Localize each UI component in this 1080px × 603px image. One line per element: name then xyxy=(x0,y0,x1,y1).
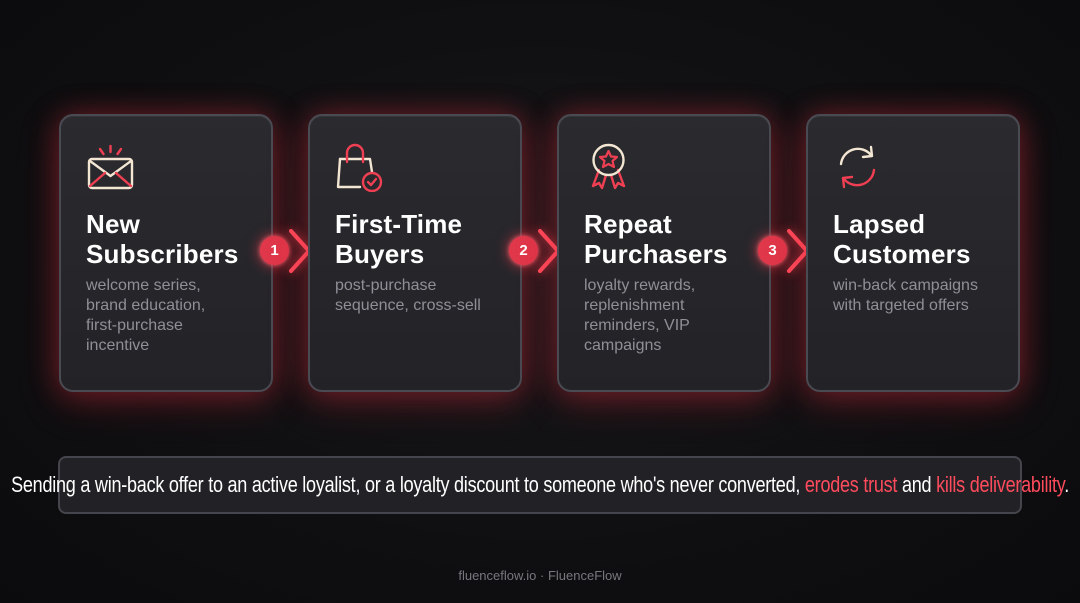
refresh-arrows-icon xyxy=(833,142,883,192)
step-number-badge: 1 xyxy=(260,236,289,265)
shopping-bag-check-icon xyxy=(335,142,385,192)
envelope-icon xyxy=(86,142,136,192)
warning-callout: Sending a win-back offer to an active lo… xyxy=(11,456,1069,514)
award-ribbon-icon xyxy=(584,142,634,192)
stage-title: Lapsed Customers xyxy=(833,209,971,269)
stage-card-first-time-buyers: First-Time Buyers post-purchase sequence… xyxy=(308,114,522,392)
footer-credit: fluenceflow.io · FluenceFlow xyxy=(458,568,622,583)
stage-title: First-Time Buyers xyxy=(335,209,463,269)
stage-title: New Subscribers xyxy=(86,209,239,269)
stage-description: win-back campaigns with targeted offers xyxy=(833,277,978,314)
stage-description: welcome series, brand education, first-p… xyxy=(86,277,206,354)
stage-title: Repeat Purchasers xyxy=(584,209,728,269)
stage-card-new-subscribers: New Subscribers welcome series, brand ed… xyxy=(59,114,273,392)
stage-card-repeat-purchasers: Repeat Purchasers loyalty rewards, reple… xyxy=(557,114,771,392)
highlight-kills-deliverability: kills deliverability xyxy=(936,472,1065,497)
stage-card-lapsed-customers: Lapsed Customers win-back campaigns with… xyxy=(806,114,1020,392)
stage-description: loyalty rewards, replenishment reminders… xyxy=(584,277,696,354)
step-number-badge: 3 xyxy=(758,236,787,265)
callout-text: Sending a win-back offer to an active lo… xyxy=(11,472,1069,497)
stage-description: post-purchase sequence, cross-sell xyxy=(335,277,481,314)
step-number-badge: 2 xyxy=(509,236,538,265)
highlight-erodes-trust: erodes trust xyxy=(804,472,898,497)
